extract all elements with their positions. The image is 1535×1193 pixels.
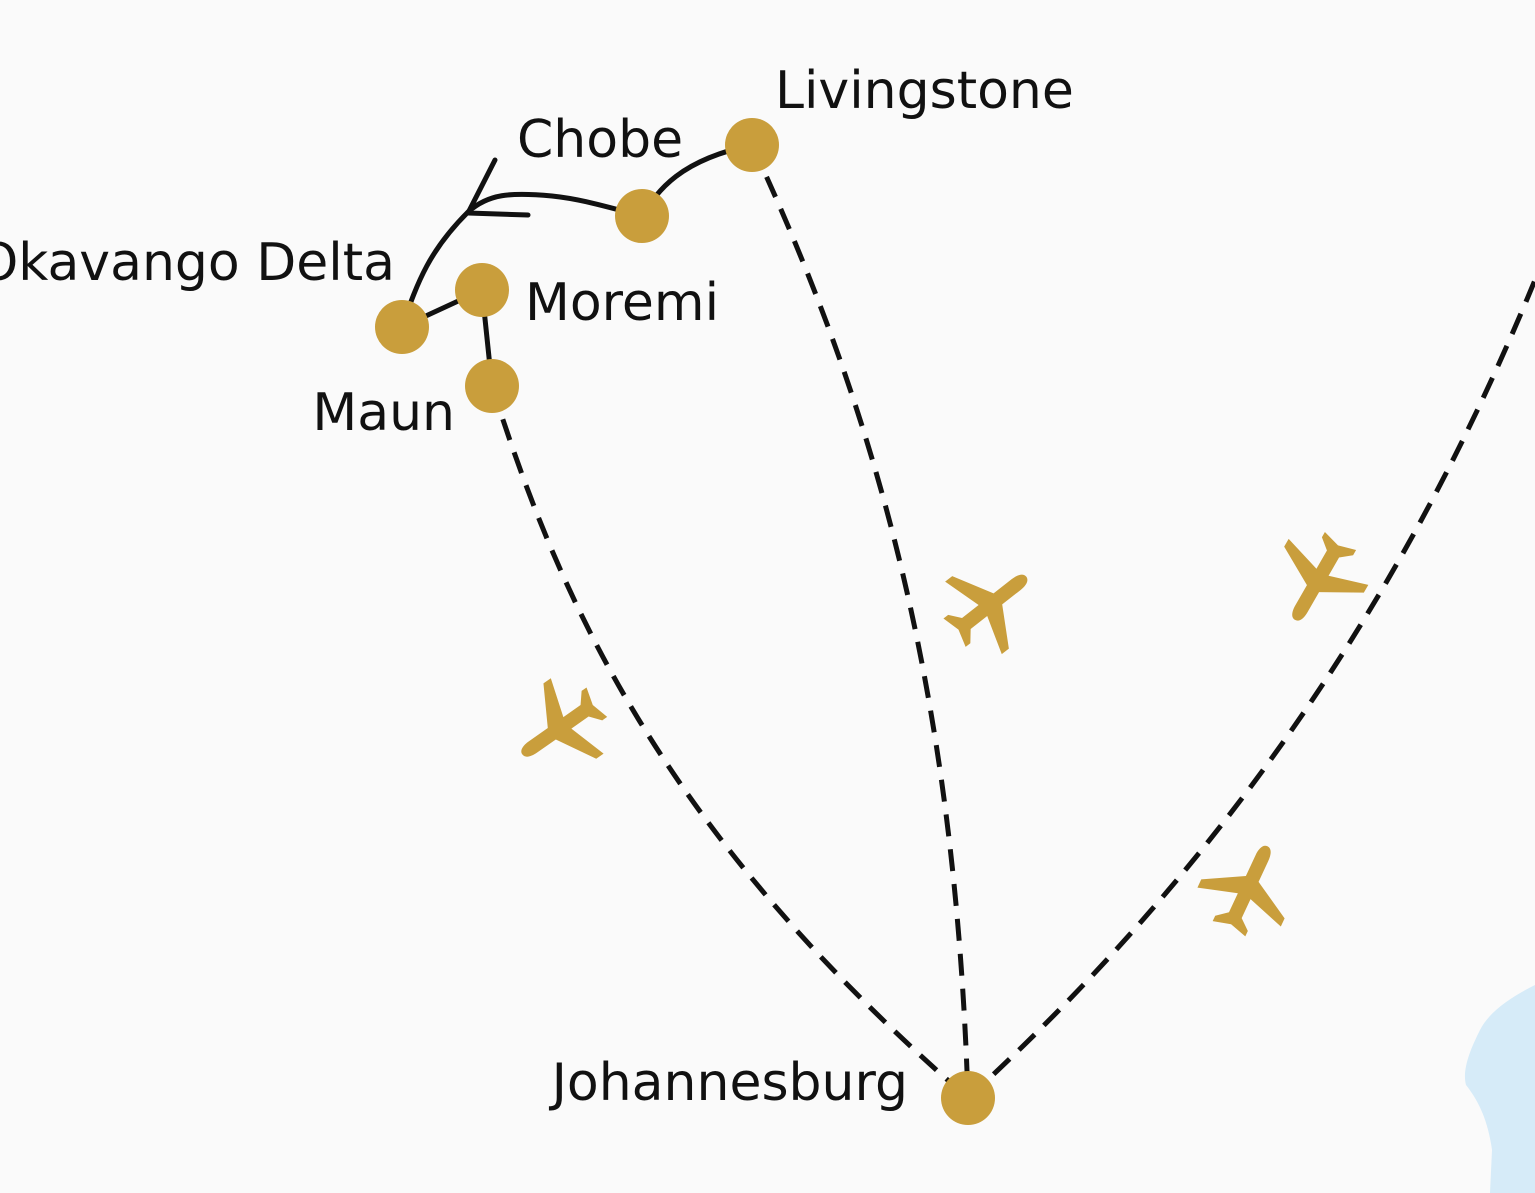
ground-route-okavango-chobe <box>399 191 645 330</box>
marker-chobe[interactable] <box>615 189 669 243</box>
marker-okavango-delta[interactable] <box>375 300 429 354</box>
flight-route-maun-johannesburg <box>489 385 970 1100</box>
flight-route-johannesburg-offmap <box>966 279 1535 1100</box>
airplane-icon <box>926 540 1055 669</box>
route-arrowhead <box>465 157 531 218</box>
label-maun: Maun <box>312 383 455 443</box>
marker-moremi[interactable] <box>455 263 509 317</box>
flight-route-livingstone-johannesburg <box>749 143 971 1099</box>
label-chobe: Chobe <box>517 110 683 170</box>
marker-livingstone[interactable] <box>725 118 779 172</box>
marker-maun[interactable] <box>465 359 519 413</box>
marker-johannesburg[interactable] <box>941 1071 995 1125</box>
airplane-icon <box>495 664 624 793</box>
airplane-icon <box>1187 826 1310 949</box>
label-okavango-delta: Okavango Delta <box>0 233 395 293</box>
label-livingstone: Livingstone <box>775 61 1074 121</box>
label-johannesburg: Johannesburg <box>549 1053 908 1113</box>
airplane-icon <box>1255 518 1381 643</box>
label-moremi: Moremi <box>525 273 719 333</box>
water-body <box>1464 985 1535 1193</box>
